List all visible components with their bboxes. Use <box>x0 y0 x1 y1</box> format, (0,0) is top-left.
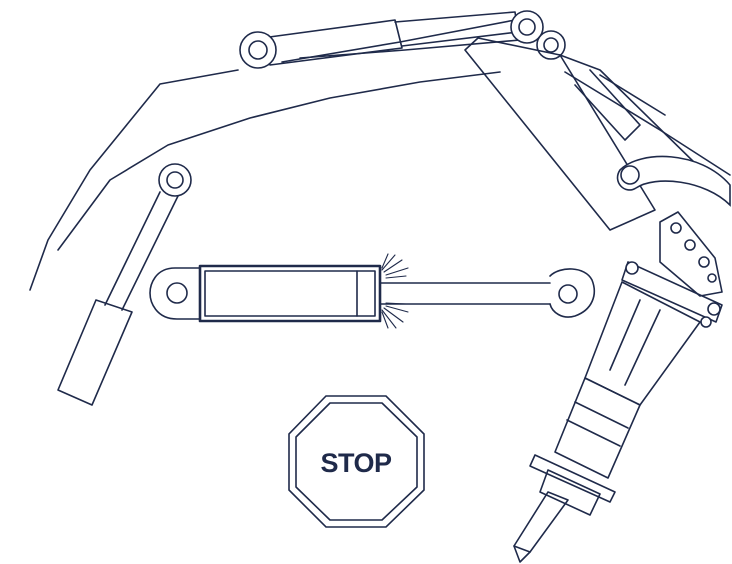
bolt-icon <box>700 316 712 328</box>
stick-arm <box>464 37 731 231</box>
pivot-pin-boom-top <box>239 31 277 69</box>
hydraulic-breaker <box>513 211 723 563</box>
boom-pivot-pins <box>239 10 566 69</box>
boom <box>29 19 521 291</box>
pivot-pin-lift <box>158 163 192 197</box>
cylinder-eye-right <box>558 284 578 304</box>
stop-sign: STOP <box>288 395 425 528</box>
bolt-icon <box>625 261 639 275</box>
cylinder-eye-left <box>166 282 188 304</box>
hydraulic-cylinder-detail <box>149 253 596 329</box>
pivot-pin-boom-tip <box>510 10 544 44</box>
lift-cylinder <box>57 163 192 406</box>
leak-burst-icon <box>381 253 409 329</box>
bolt-icon <box>707 302 721 316</box>
stop-sign-label: STOP <box>320 448 392 478</box>
bucket-linkage <box>616 155 731 207</box>
